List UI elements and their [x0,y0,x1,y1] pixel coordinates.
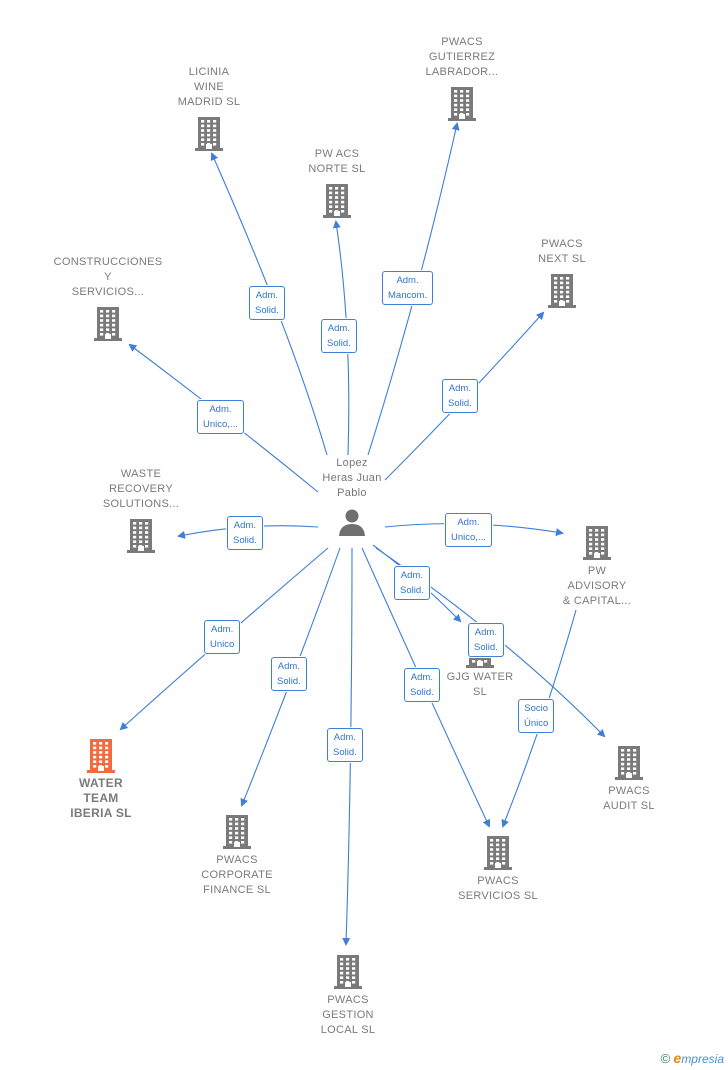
relation-label-construcciones[interactable]: Adm. Unico,... [197,400,244,434]
company-water-building[interactable] [31,737,171,773]
company-next-building[interactable] [492,272,632,308]
company-name: WASTE RECOVERY SOLUTIONS... [102,468,180,510]
person-name: Lopez Heras Juan Pablo [322,457,382,499]
relation-label-licinia[interactable]: Adm. Solid. [249,286,285,320]
company-waste-label[interactable]: WASTE RECOVERY SOLUTIONS... [71,467,211,512]
company-servicios-label[interactable]: PWACS SERVICIOS SL [428,874,568,904]
company-gestion-label[interactable]: PWACS GESTION LOCAL SL [278,993,418,1038]
building-icon [448,87,476,121]
relation-label-gutierrez[interactable]: Adm. Mancom. [382,271,434,305]
relation-label-gjg[interactable]: Adm. Solid. [394,566,430,600]
company-norte-label[interactable]: PW ACS NORTE SL [267,147,407,177]
company-name: PWACS SERVICIOS SL [458,875,538,902]
company-audit-building[interactable] [559,744,699,780]
relation-label-norte[interactable]: Adm. Solid. [321,319,357,353]
copyright-symbol: © [660,1051,671,1066]
relation-label-next[interactable]: Adm. Solid. [442,379,478,413]
building-icon [583,526,611,560]
building-icon [484,836,512,870]
person-node[interactable]: Lopez Heras Juan Pablo [282,456,422,537]
company-name: WATER TEAM IBERIA SL [70,776,132,820]
company-name: PWACS GESTION LOCAL SL [320,994,376,1036]
company-name: LICINIA WINE MADRID SL [177,66,241,108]
company-construcciones-label[interactable]: CONSTRUCCIONES Y SERVICIOS... [38,255,178,300]
building-icon [195,117,223,151]
relation-label-servicios[interactable]: Adm. Solid. [404,668,440,702]
company-name: PWACS NEXT SL [538,238,586,265]
company-name: PWACS GUTIERREZ LABRADOR... [425,36,499,78]
building-icon [127,519,155,553]
company-next-label[interactable]: PWACS NEXT SL [492,237,632,267]
company-gjg-label[interactable]: GJG WATER SL [410,670,550,700]
relation-label-waste[interactable]: Adm. Solid. [227,516,263,550]
company-audit-label[interactable]: PWACS AUDIT SL [559,784,699,814]
company-norte-building[interactable] [267,182,407,218]
company-construcciones-building[interactable] [38,305,178,341]
company-name: PWACS AUDIT SL [603,785,655,812]
person-icon [339,509,365,536]
building-icon [87,739,115,773]
company-name: PW ACS NORTE SL [308,148,366,175]
company-servicios-building[interactable] [428,834,568,870]
company-name: PW ADVISORY & CAPITAL... [562,565,632,607]
company-name: PWACS CORPORATE FINANCE SL [201,854,273,896]
building-icon [94,307,122,341]
company-gestion-building[interactable] [278,953,418,989]
relation-label-corporate[interactable]: Adm. Solid. [271,657,307,691]
brand-name: mpresia [681,1052,724,1066]
company-gutierrez-building[interactable] [392,85,532,121]
building-icon [334,955,362,989]
building-icon [548,274,576,308]
relation-label-audit[interactable]: Adm. Solid. [468,623,504,657]
brand-footer[interactable]: © empresia [661,1050,724,1066]
company-advisory-building[interactable] [527,524,667,560]
relation-label-advisory-to-servicios[interactable]: Socio Único [518,699,555,733]
company-gutierrez-label[interactable]: PWACS GUTIERREZ LABRADOR... [392,35,532,80]
relation-label-advisory[interactable]: Adm. Unico,... [445,513,492,547]
company-advisory-label[interactable]: PW ADVISORY & CAPITAL... [527,564,667,609]
company-licinia-building[interactable] [139,115,279,151]
company-water-label[interactable]: WATER TEAM IBERIA SL [31,776,171,821]
company-name: GJG WATER SL [446,671,514,698]
building-icon [615,746,643,780]
company-waste-building[interactable] [71,517,211,553]
building-icon [323,184,351,218]
company-corporate-building[interactable] [167,813,307,849]
relation-label-water[interactable]: Adm. Unico [204,620,241,654]
company-licinia-label[interactable]: LICINIA WINE MADRID SL [139,65,279,110]
brand-initial: e [673,1050,682,1066]
company-corporate-label[interactable]: PWACS CORPORATE FINANCE SL [167,853,307,898]
relation-label-gestion[interactable]: Adm. Solid. [327,728,363,762]
building-icon [223,815,251,849]
company-name: CONSTRUCCIONES Y SERVICIOS... [53,256,163,298]
